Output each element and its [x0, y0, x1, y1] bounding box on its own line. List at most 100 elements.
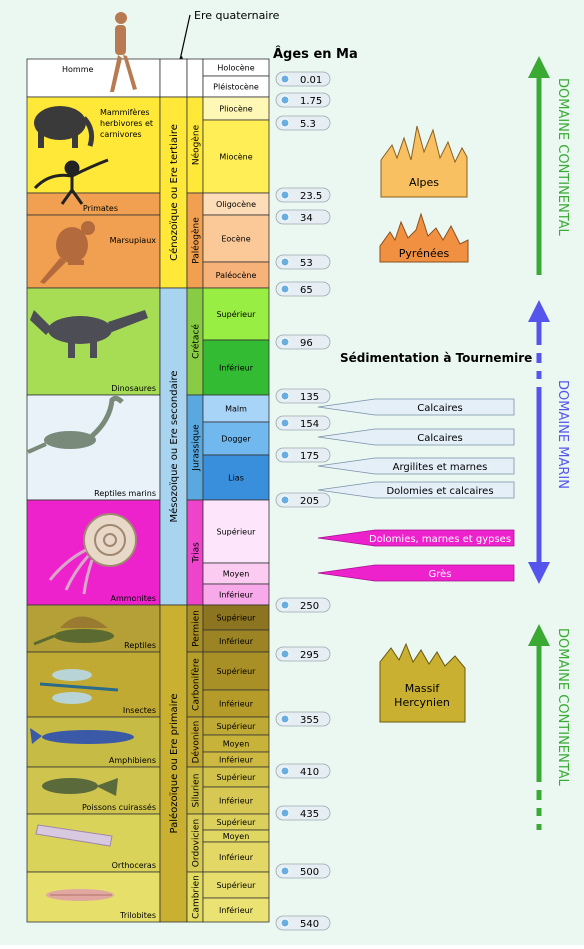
series-label-malm: Malm	[225, 405, 247, 414]
age-label-5-3: 5.3	[300, 119, 316, 130]
series-column: HolocènePléistocènePliocèneMiocèneOligoc…	[203, 59, 269, 922]
domain-label-marin: DOMAINE MARIN	[555, 380, 570, 489]
series-label-lias: Lias	[228, 474, 244, 483]
age-label-0-01: 0.01	[300, 75, 322, 86]
age-dot-icon	[281, 919, 289, 927]
trilobite-figure	[46, 889, 114, 901]
series-label-moyen: Moyen	[223, 832, 250, 841]
sedimentation-label-argilites-et-marnes: Argilites et marnes	[393, 462, 488, 473]
mountain-massif-hercynien: Massif Hercynien	[380, 644, 465, 722]
era-column: Cénozoïque ou Ere tertiaireMésozoïque ou…	[160, 59, 187, 922]
series-label-inferieur: Inférieur	[219, 796, 254, 806]
series-label-superieur: Supérieur	[217, 772, 257, 782]
sedimentation-arrow-gres	[318, 565, 514, 581]
mountain-label-alpes: Alpes	[409, 176, 439, 189]
age-dot-icon	[281, 601, 289, 609]
age-label-154: 154	[300, 419, 319, 430]
series-label-pleistocene: Pléistocène	[213, 82, 259, 92]
system-label-paleogene: Paléogène	[191, 217, 202, 264]
age-label-250: 250	[300, 601, 319, 612]
era-label-paleozoique-ou-ere-primaire: Paléozoïque ou Ere primaire	[168, 693, 180, 833]
sedimentation-title: Sédimentation à Tournemire	[340, 351, 532, 365]
mountain-label-massif-hercynien-2: Hercynien	[394, 696, 450, 709]
series-label-superieur: Supérieur	[217, 880, 257, 890]
series-label-inferieur: Inférieur	[219, 590, 254, 600]
organism-label-trilobites: Trilobites	[119, 911, 156, 920]
organism-homme-cell	[27, 59, 160, 97]
series-label-eocene: Eocène	[221, 234, 250, 244]
age-label-1-75: 1.75	[300, 96, 322, 107]
series-label-superieur: Supérieur	[217, 613, 257, 623]
age-dot-icon	[281, 767, 289, 775]
organism-label-reptiles: Reptiles	[124, 641, 156, 650]
age-dot-icon	[281, 496, 289, 504]
series-label-inferieur: Inférieur	[219, 905, 254, 915]
system-label-jurassique: Jurassique	[192, 424, 202, 472]
organism-label-orthoceras: Orthoceras	[112, 861, 156, 870]
age-label-23-5: 23.5	[300, 191, 322, 202]
age-dot-icon	[281, 258, 289, 266]
series-label-moyen: Moyen	[223, 570, 250, 579]
age-label-500: 500	[300, 867, 319, 878]
age-label-34: 34	[300, 213, 313, 224]
organism-label-reptiles-marins: Reptiles marins	[94, 489, 156, 498]
sedimentation-label-dolomies-et-calcaires: Dolomies et calcaires	[386, 486, 493, 497]
system-label-trias: Trias	[192, 542, 202, 564]
age-label-410: 410	[300, 767, 319, 778]
ere-quaternaire-pointer	[180, 15, 190, 60]
system-blank-cell	[187, 59, 203, 97]
series-label-pliocene: Pliocène	[219, 104, 253, 114]
series-label-inferieur: Inférieur	[219, 852, 254, 862]
age-dot-icon	[281, 419, 289, 427]
age-dot-icon	[281, 715, 289, 723]
age-dot-icon	[281, 650, 289, 658]
age-dot-icon	[281, 191, 289, 199]
age-dot-icon	[281, 392, 289, 400]
system-label-cambrien: Cambrien	[192, 875, 202, 919]
series-label-superieur: Supérieur	[217, 309, 257, 319]
organism-label-poissons-cuirasses: Poissons cuirassés	[82, 802, 156, 812]
sedimentation-label-calcaires: Calcaires	[417, 403, 463, 414]
age-dot-icon	[281, 338, 289, 346]
organism-label-marsupiaux: Marsupiaux	[110, 236, 157, 245]
era-label-mesozoique-ou-ere-secondaire: Mésozoïque ou Ere secondaire	[168, 370, 180, 522]
organism-label-primates: Primates	[83, 204, 118, 213]
sedimentation-label-gres: Grès	[428, 568, 451, 580]
sedimentation-label-calcaires: Calcaires	[417, 433, 463, 444]
sedimentation-arrow-calcaires	[318, 399, 514, 415]
series-label-dogger: Dogger	[221, 435, 251, 444]
mountain-label-massif-hercynien-1: Massif	[405, 682, 441, 695]
era-label-cenozoique-ou-ere-tertiaire: Cénozoïque ou Ere tertiaire	[168, 124, 180, 261]
organism-label-ammonites: Ammonites	[111, 594, 156, 603]
mountain-alpes: Alpes	[381, 126, 467, 197]
series-label-superieur: Supérieur	[217, 666, 257, 676]
ere-quaternaire-label: Ere quaternaire	[194, 9, 280, 22]
organism-label-homme: Homme	[62, 65, 93, 74]
series-label-inferieur: Inférieur	[219, 699, 254, 709]
domain-label-continental-bottom: DOMAINE CONTINENTAL	[555, 628, 570, 787]
system-label-ordovicien: Ordovicien	[192, 819, 202, 867]
age-dot-icon	[281, 96, 289, 104]
series-label-oligocene: Oligocène	[216, 199, 256, 209]
system-label-carbonifere: Carbonifère	[191, 658, 202, 711]
series-label-inferieur: Inférieur	[219, 636, 254, 646]
age-markers: 0.011.755.323.53453659613515417520525029…	[276, 72, 330, 930]
era-blank-cell	[160, 59, 187, 97]
system-label-devonien: Dévonien	[191, 721, 202, 764]
age-label-540: 540	[300, 919, 319, 930]
age-label-53: 53	[300, 258, 313, 269]
series-label-paleocene: Paléocène	[216, 270, 257, 280]
age-label-96: 96	[300, 338, 313, 349]
age-label-175: 175	[300, 451, 319, 462]
age-dot-icon	[281, 867, 289, 875]
domain-arrow-marin	[528, 300, 550, 584]
sedimentation-label-dolomies-marnes-et-gypses: Dolomies, marnes et gypses	[369, 534, 511, 545]
mountain-pyrenees: Pyrénées	[380, 214, 468, 262]
series-label-superieur: Supérieur	[217, 527, 257, 537]
series-label-inferieur: Inférieur	[219, 363, 254, 373]
series-label-moyen: Moyen	[223, 740, 250, 749]
age-dot-icon	[281, 119, 289, 127]
series-label-superieur: Supérieur	[217, 721, 257, 731]
domain-label-continental-top: DOMAINE CONTINENTAL	[555, 78, 570, 237]
